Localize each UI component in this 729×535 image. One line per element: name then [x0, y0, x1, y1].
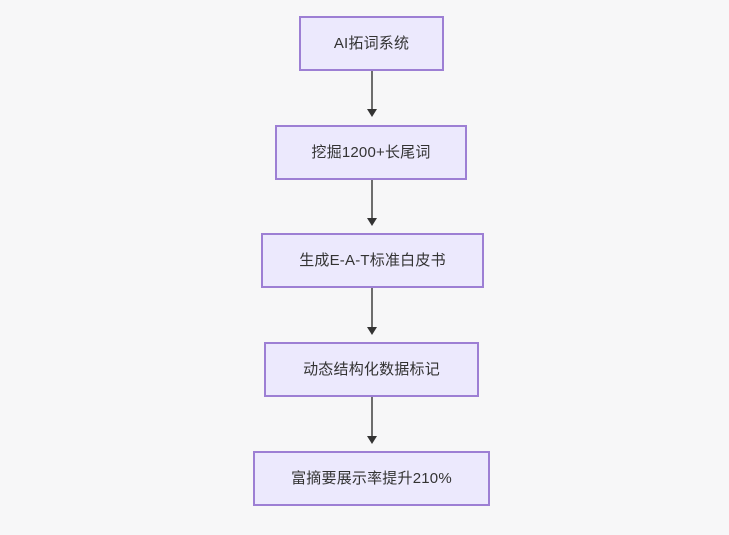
arrowhead-icon [367, 436, 377, 444]
edge-line [371, 180, 373, 219]
flow-node-label: AI拓词系统 [333, 34, 410, 52]
edge-line [371, 71, 373, 110]
arrowhead-icon [367, 327, 377, 335]
flow-node-dynamic-structured-data-markup[interactable]: 动态结构化数据标记 [264, 342, 479, 397]
flow-node-label: 生成E-A-T标准白皮书 [299, 251, 446, 269]
flow-node-rich-snippet-impression-lift[interactable]: 富摘要展示率提升210% [253, 451, 490, 506]
edge-line [371, 288, 373, 328]
flow-node-label: 挖掘1200+长尾词 [311, 143, 431, 161]
flow-node-ai-keyword-system[interactable]: AI拓词系统 [299, 16, 444, 71]
flow-node-generate-eat-whitepaper[interactable]: 生成E-A-T标准白皮书 [261, 233, 484, 288]
arrowhead-icon [367, 218, 377, 226]
flow-node-label: 动态结构化数据标记 [303, 360, 440, 378]
flow-node-mine-longtail-keywords[interactable]: 挖掘1200+长尾词 [275, 125, 467, 180]
arrowhead-icon [367, 109, 377, 117]
flow-node-label: 富摘要展示率提升210% [291, 469, 452, 487]
edge-line [371, 397, 373, 437]
